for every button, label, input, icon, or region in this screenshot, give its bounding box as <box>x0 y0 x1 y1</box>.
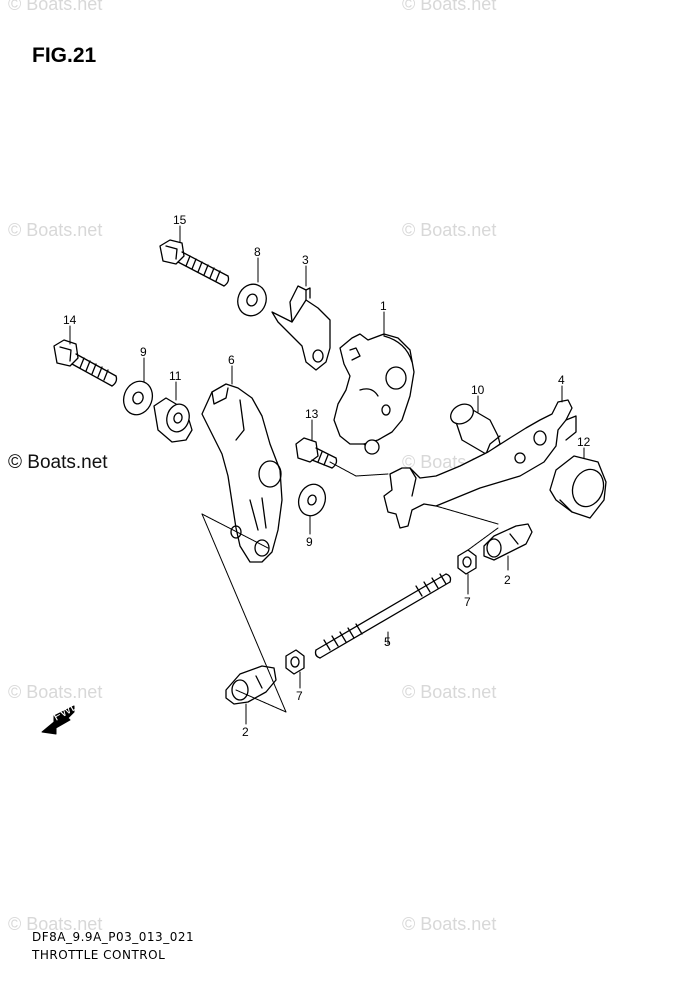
callout-12: 12 <box>577 435 591 449</box>
drawing-code: DF8A_9.9A_P03_013_021 <box>32 930 195 944</box>
part-13-bolt[interactable] <box>295 437 338 469</box>
callout-9: 9 <box>306 535 313 549</box>
part-2-ball-joint[interactable] <box>483 523 533 561</box>
part-11-collar[interactable] <box>153 397 193 443</box>
watermark: © Boats.net <box>8 914 103 934</box>
fwd-arrow-icon: FWD <box>41 698 81 735</box>
callout-5: 5 <box>384 635 391 649</box>
part-7-nut[interactable] <box>285 649 305 675</box>
watermark: © Boats.net <box>402 220 497 240</box>
watermark: © Boats.net <box>8 682 103 702</box>
figure-title: FIG.21 <box>32 44 97 67</box>
part-1-throttle-cam[interactable] <box>333 333 415 455</box>
callout-8: 8 <box>254 245 261 259</box>
watermark: © Boats.net <box>8 0 103 14</box>
part-6-throttle-lever[interactable] <box>201 383 283 563</box>
callout-6: 6 <box>228 353 235 367</box>
callout-14: 14 <box>63 313 77 327</box>
callout-2: 2 <box>242 725 249 739</box>
callout-11: 11 <box>169 369 182 383</box>
part-2-ball-joint[interactable] <box>225 665 277 705</box>
part-14-bolt[interactable] <box>53 339 118 387</box>
part-7-nut[interactable] <box>457 549 477 575</box>
leader-lines <box>69 225 585 725</box>
callout-13: 13 <box>305 407 319 421</box>
callout-numbers: 1 2 2 3 4 5 6 7 7 8 9 9 10 11 12 13 14 1… <box>63 213 591 739</box>
part-12-collar[interactable] <box>549 455 609 519</box>
part-4-link-arm[interactable] <box>383 399 577 529</box>
part-9-washer[interactable] <box>119 377 157 419</box>
callout-9: 9 <box>140 345 147 359</box>
watermark: © Boats.net <box>402 0 497 14</box>
part-9-washer-center[interactable] <box>294 481 329 520</box>
watermark: © Boats.net <box>402 914 497 934</box>
part-8-washer[interactable] <box>233 280 270 320</box>
callout-15: 15 <box>173 213 187 227</box>
watermark: © Boats.net <box>402 682 497 702</box>
callout-10: 10 <box>471 383 485 397</box>
diagram-name: THROTTLE CONTROL <box>32 948 166 962</box>
part-5-threaded-rod[interactable] <box>314 573 452 659</box>
part-3-bracket[interactable] <box>271 285 331 371</box>
callout-3: 3 <box>302 253 309 267</box>
assembly-lines <box>201 461 499 713</box>
callout-2: 2 <box>504 573 511 587</box>
part-15-bolt[interactable] <box>159 239 230 287</box>
callout-1: 1 <box>380 299 387 313</box>
watermark-dark: © Boats.net <box>8 452 108 473</box>
callout-7: 7 <box>296 689 303 703</box>
callout-4: 4 <box>558 373 565 387</box>
callout-7: 7 <box>464 595 471 609</box>
part-10-collar[interactable] <box>447 400 501 455</box>
watermark: © Boats.net <box>8 220 103 240</box>
